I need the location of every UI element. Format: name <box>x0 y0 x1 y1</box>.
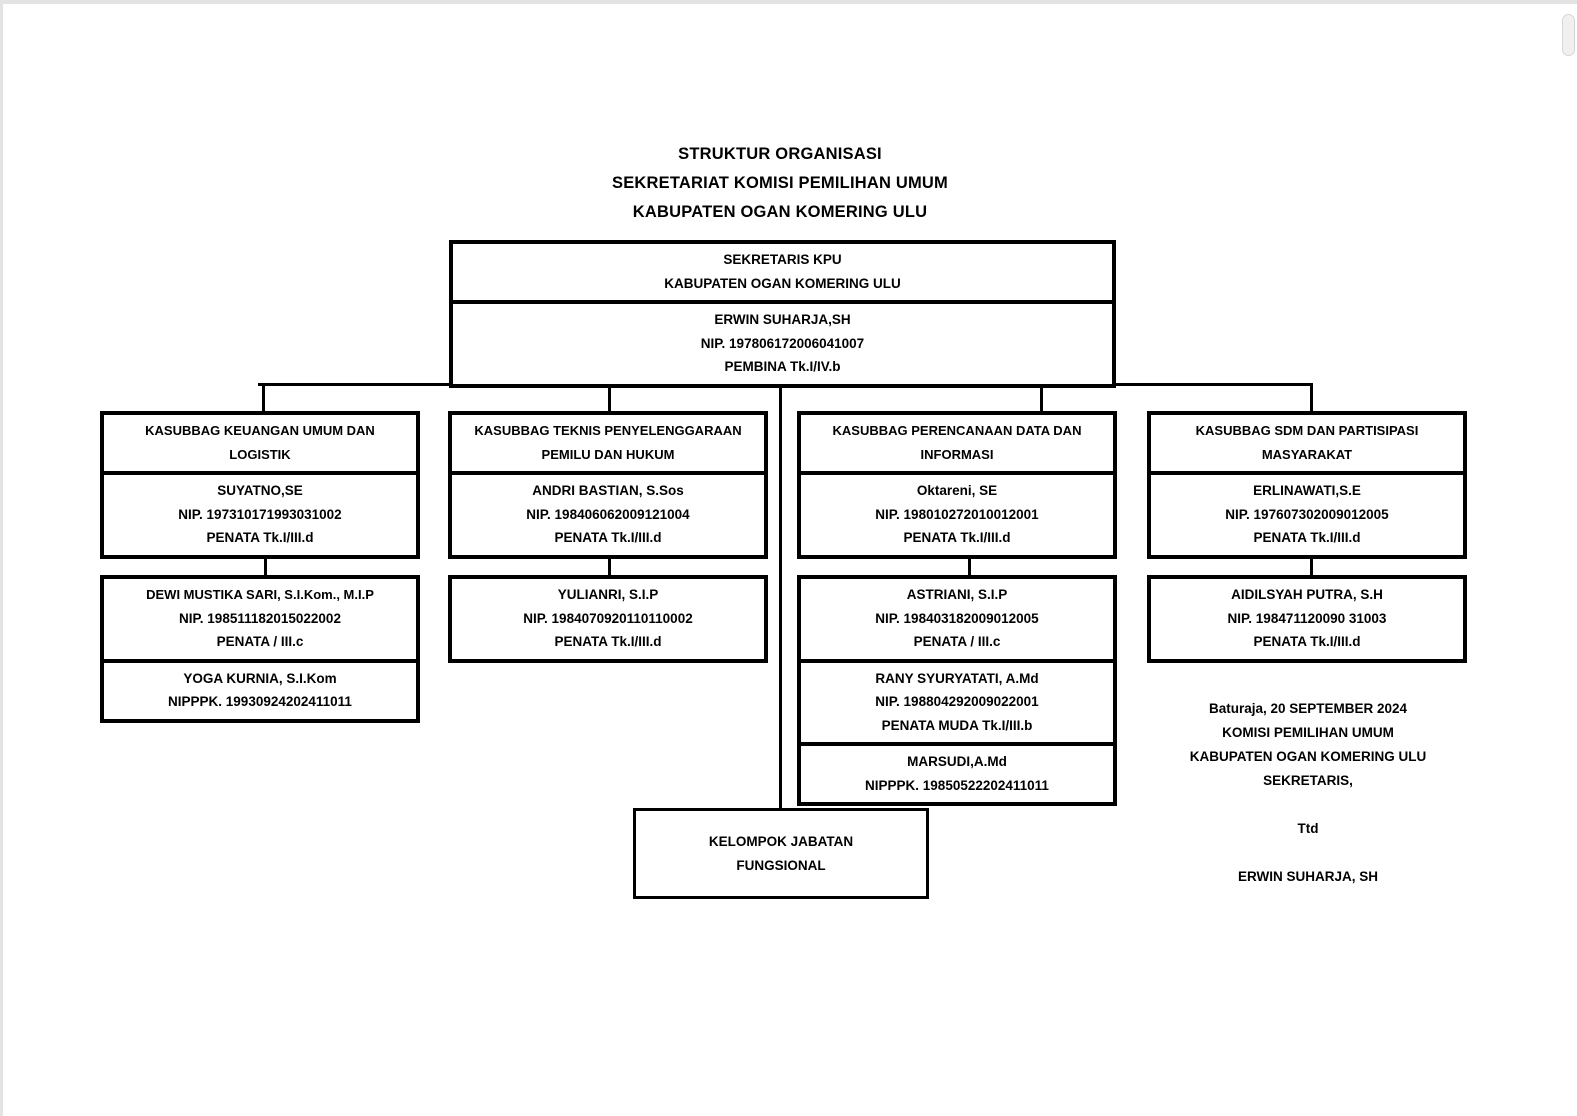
col2-head-rank: PENATA Tk.I/III.d <box>554 530 662 545</box>
col4-head-nip: NIP. 197607302009012005 <box>1225 506 1389 522</box>
col3-role-segment: KASUBBAG PERENCANAAN DATA DAN INFORMASI <box>801 415 1113 475</box>
sekretaris-person-segment: ERWIN SUHARJA,SH NIP. 197806172006041007… <box>453 304 1112 384</box>
col3-role-line-1: KASUBBAG PERENCANAAN DATA DAN <box>832 423 1082 438</box>
col1-head-segment: SUYATNO,SE NIP. 197310171993031002 PENAT… <box>104 475 416 555</box>
col4-head-rank: PENATA Tk.I/III.d <box>1253 530 1361 545</box>
sekretaris-nip: NIP. 197806172006041007 <box>700 335 865 351</box>
box-col1-staff: DEWI MUSTIKA SARI, S.I.Kom., M.I.P NIP. … <box>100 575 420 723</box>
col3-staff-1-segment: ASTRIANI, S.I.P NIP. 198403182009012005 … <box>801 579 1113 663</box>
col4-role-line-1: KASUBBAG SDM DAN PARTISIPASI <box>1195 423 1419 438</box>
connector-drop-col3 <box>1040 383 1043 413</box>
col3-head-nip: NIP. 198010272010012001 <box>875 506 1039 522</box>
scrollbar-thumb[interactable] <box>1562 14 1575 56</box>
box-col4-staff: AIDILSYAH PUTRA, S.H NIP. 198471120090 3… <box>1147 575 1467 663</box>
title-line-3: KABUPATEN OGAN KOMERING ULU <box>632 203 928 221</box>
col3-staff-2-segment: RANY SYURYATATI, A.Md NIP. 1988042920090… <box>801 663 1113 746</box>
col2-staff-1-segment: YULIANRI, S.I.P NIP. 1984070920110110002… <box>452 579 764 659</box>
col3-staff-1-rank: PENATA / III.c <box>913 634 1001 649</box>
vertical-scrollbar[interactable] <box>1560 4 1577 1116</box>
col1-head-rank: PENATA Tk.I/III.d <box>206 530 314 545</box>
sekretaris-role-line-2: KABUPATEN OGAN KOMERING ULU <box>664 275 901 291</box>
col3-head-name: Oktareni, SE <box>916 483 998 498</box>
fungsional-text-wrap: KELOMPOK JABATAN FUNGSIONAL <box>636 830 926 877</box>
connector-drop-col2 <box>608 383 611 413</box>
title-line-2: SEKRETARIAT KOMISI PEMILIHAN UMUM <box>612 174 948 192</box>
col1-staff-1-name: DEWI MUSTIKA SARI, S.I.Kom., M.I.P <box>146 587 374 602</box>
col1-role-line-2: LOGISTIK <box>229 446 291 462</box>
box-kasubbag-teknis-penyelenggaraan-pemilu-hukum: KASUBBAG TEKNIS PENYELENGGARAAN PEMILU D… <box>448 411 768 559</box>
signature-org-line-2: KABUPATEN OGAN KOMERING ULU <box>1189 749 1427 764</box>
col1-staff-2-name: YOGA KURNIA, S.I.Kom <box>183 670 337 686</box>
col4-role-segment: KASUBBAG SDM DAN PARTISIPASI MASYARAKAT <box>1151 415 1463 475</box>
sekretaris-name: ERWIN SUHARJA,SH <box>714 312 851 327</box>
col1-role-segment: KASUBBAG KEUANGAN UMUM DAN LOGISTIK <box>104 415 416 475</box>
col3-staff-1-name: ASTRIANI, S.I.P <box>906 587 1008 602</box>
col1-head-nip: NIP. 197310171993031002 <box>178 506 342 522</box>
col2-staff-1-nip: NIP. 1984070920110110002 <box>523 610 693 626</box>
col4-staff-1-nip: NIP. 198471120090 31003 <box>1227 610 1387 626</box>
col4-head-segment: ERLINAWATI,S.E NIP. 197607302009012005 P… <box>1151 475 1463 555</box>
col3-staff-3-segment: MARSUDI,A.Md NIPPPK. 19850522202411011 <box>801 746 1113 802</box>
col1-staff-1-rank: PENATA / III.c <box>216 634 304 649</box>
col1-staff-2-segment: YOGA KURNIA, S.I.Kom NIPPPK. 19930924202… <box>104 663 416 719</box>
col2-staff-1-name: YULIANRI, S.I.P <box>557 587 659 602</box>
col3-staff-3-nip: NIPPPK. 19850522202411011 <box>865 777 1049 793</box>
col3-staff-1-nip: NIP. 198403182009012005 <box>875 610 1039 626</box>
col2-role-segment: KASUBBAG TEKNIS PENYELENGGARAAN PEMILU D… <box>452 415 764 475</box>
col1-staff-1-nip: NIP. 198511182015022002 <box>179 610 341 626</box>
col4-staff-1-name: AIDILSYAH PUTRA, S.H <box>1231 587 1383 602</box>
col2-head-segment: ANDRI BASTIAN, S.Sos NIP. 19840606200912… <box>452 475 764 555</box>
box-kasubbag-keuangan-umum-logistik: KASUBBAG KEUANGAN UMUM DAN LOGISTIK SUYA… <box>100 411 420 559</box>
col2-head-nip: NIP. 198406062009121004 <box>526 506 690 522</box>
col2-role-line-1: KASUBBAG TEKNIS PENYELENGGARAAN <box>474 423 742 438</box>
col2-role-line-2: PEMILU DAN HUKUM <box>541 446 675 462</box>
signature-role: SEKRETARIS, <box>1263 773 1353 788</box>
signature-name: ERWIN SUHARJA, SH <box>1237 869 1379 884</box>
signature-ttd: Ttd <box>1297 821 1319 836</box>
col4-head-name: ERLINAWATI,S.E <box>1253 483 1361 498</box>
col4-role-line-2: MASYARAKAT <box>1261 446 1353 462</box>
box-sekretaris-kpu: SEKRETARIS KPU KABUPATEN OGAN KOMERING U… <box>449 240 1116 388</box>
page-title: STRUKTUR ORGANISASI SEKRETARIAT KOMISI P… <box>0 140 1560 227</box>
col2-head-name: ANDRI BASTIAN, S.Sos <box>532 483 684 498</box>
col4-staff-1-rank: PENATA Tk.I/III.d <box>1253 634 1361 649</box>
col3-head-segment: Oktareni, SE NIP. 198010272010012001 PEN… <box>801 475 1113 555</box>
fungsional-line-2: FUNGSIONAL <box>736 857 826 873</box>
signature-gap-1 <box>1148 793 1468 817</box>
box-col2-staff: YULIANRI, S.I.P NIP. 1984070920110110002… <box>448 575 768 663</box>
col1-staff-2-nip: NIPPPK. 19930924202411011 <box>168 694 352 709</box>
page-top-edge <box>0 0 1577 4</box>
sekretaris-role-line-1: SEKRETARIS KPU <box>723 252 842 267</box>
box-col3-staff: ASTRIANI, S.I.P NIP. 198403182009012005 … <box>797 575 1117 806</box>
col3-staff-3-name: MARSUDI,A.Md <box>907 754 1007 769</box>
col4-staff-1-segment: AIDILSYAH PUTRA, S.H NIP. 198471120090 3… <box>1151 579 1463 659</box>
col3-head-rank: PENATA Tk.I/III.d <box>903 530 1011 545</box>
col2-staff-1-rank: PENATA Tk.I/III.d <box>554 634 662 649</box>
sekretaris-role-segment: SEKRETARIS KPU KABUPATEN OGAN KOMERING U… <box>453 244 1112 304</box>
box-kasubbag-sdm-partisipasi-masyarakat: KASUBBAG SDM DAN PARTISIPASI MASYARAKAT … <box>1147 411 1467 559</box>
box-kelompok-jabatan-fungsional: KELOMPOK JABATAN FUNGSIONAL <box>633 808 929 899</box>
title-line-1: STRUKTUR ORGANISASI <box>678 145 882 163</box>
col3-staff-2-rank: PENATA MUDA Tk.I/III.b <box>881 717 1033 733</box>
col1-head-name: SUYATNO,SE <box>217 483 303 498</box>
box-kasubbag-perencanaan-data-informasi: KASUBBAG PERENCANAAN DATA DAN INFORMASI … <box>797 411 1117 559</box>
signature-gap-2 <box>1148 841 1468 865</box>
col3-role-line-2: INFORMASI <box>920 446 994 462</box>
col3-staff-2-name: RANY SYURYATATI, A.Md <box>875 670 1039 686</box>
connector-drop-col1 <box>262 383 265 413</box>
signature-block: Baturaja, 20 SEPTEMBER 2024 KOMISI PEMIL… <box>1148 697 1468 889</box>
page-left-edge <box>0 0 3 1116</box>
col3-staff-2-nip: NIP. 198804292009022001 <box>875 694 1039 709</box>
col1-staff-1-segment: DEWI MUSTIKA SARI, S.I.Kom., M.I.P NIP. … <box>104 579 416 663</box>
col1-role-line-1: KASUBBAG KEUANGAN UMUM DAN <box>145 423 375 438</box>
connector-drop-col4 <box>1310 383 1313 413</box>
fungsional-line-1: KELOMPOK JABATAN <box>708 834 854 849</box>
connector-root-stem <box>779 362 782 810</box>
sekretaris-rank: PEMBINA Tk.I/IV.b <box>724 359 841 374</box>
signature-org-line-1: KOMISI PEMILIHAN UMUM <box>1222 725 1394 740</box>
signature-place-date: Baturaja, 20 SEPTEMBER 2024 <box>1208 701 1408 716</box>
